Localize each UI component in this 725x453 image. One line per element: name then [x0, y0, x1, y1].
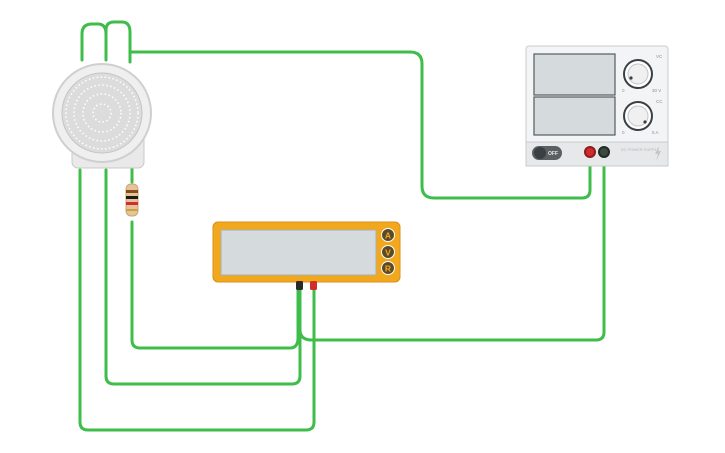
sensor-mesh-pattern-inner [73, 84, 131, 142]
voltage-max-label: 30 V [652, 88, 661, 93]
current-knob[interactable] [623, 101, 653, 131]
sensor-mesh-pattern [65, 76, 139, 150]
wire-sensor-to-supply-positive[interactable] [128, 50, 592, 200]
power-supply[interactable]: VC 0 30 V CC 0 5 A OFF [525, 45, 669, 167]
negative-terminal[interactable] [598, 146, 610, 158]
wires [78, 20, 606, 432]
resistor-band-3 [126, 202, 138, 205]
resistor-band-4 [126, 209, 138, 211]
current-knob-indicator [643, 120, 647, 124]
wire-sensor-pin1-to-meter[interactable] [78, 168, 316, 432]
brand-text: DC POWER SUPPLY [621, 147, 660, 152]
wire-sensor-pin2-to-meter[interactable] [104, 168, 302, 386]
resistor-band-2 [126, 196, 138, 199]
multimeter-terminal-black[interactable] [296, 281, 303, 290]
mode-button-resistance[interactable]: R [381, 261, 395, 275]
gas-sensor[interactable] [52, 63, 152, 169]
current-display [533, 96, 616, 136]
voltage-knob-label: VC [656, 54, 663, 59]
power-switch-label: OFF [548, 151, 558, 157]
voltage-knob-indicator [629, 76, 633, 80]
voltage-knob[interactable] [623, 59, 653, 89]
positive-terminal[interactable] [584, 146, 596, 158]
mode-button-resistance-label: R [385, 264, 391, 274]
sensor-mesh-pattern-center [92, 103, 112, 123]
lightning-icon [655, 146, 661, 161]
sensor-mesh [61, 72, 143, 154]
wire-loop-left[interactable] [80, 22, 108, 62]
wire-loop-right[interactable] [104, 20, 132, 64]
mode-button-current[interactable]: A [381, 228, 395, 242]
multimeter-display [220, 229, 377, 276]
current-knob-label: CC [656, 99, 663, 104]
power-switch[interactable]: OFF [532, 146, 562, 160]
voltage-min-label: 0 [622, 88, 625, 93]
mode-button-voltage-label: V [385, 248, 391, 258]
sensor-mesh-pattern-core [82, 93, 122, 133]
multimeter-terminal-red[interactable] [310, 281, 317, 290]
voltage-display [533, 53, 616, 96]
current-min-label: 0 [622, 130, 625, 135]
mode-button-voltage[interactable]: V [381, 245, 395, 259]
mode-button-current-label: A [385, 231, 391, 241]
resistor[interactable] [125, 183, 139, 217]
wire-resistor-to-meter[interactable] [130, 220, 300, 350]
multimeter[interactable]: A V R [212, 221, 401, 290]
current-max-label: 5 A [652, 130, 659, 135]
resistor-body [125, 183, 139, 217]
resistor-band-1 [126, 190, 138, 193]
